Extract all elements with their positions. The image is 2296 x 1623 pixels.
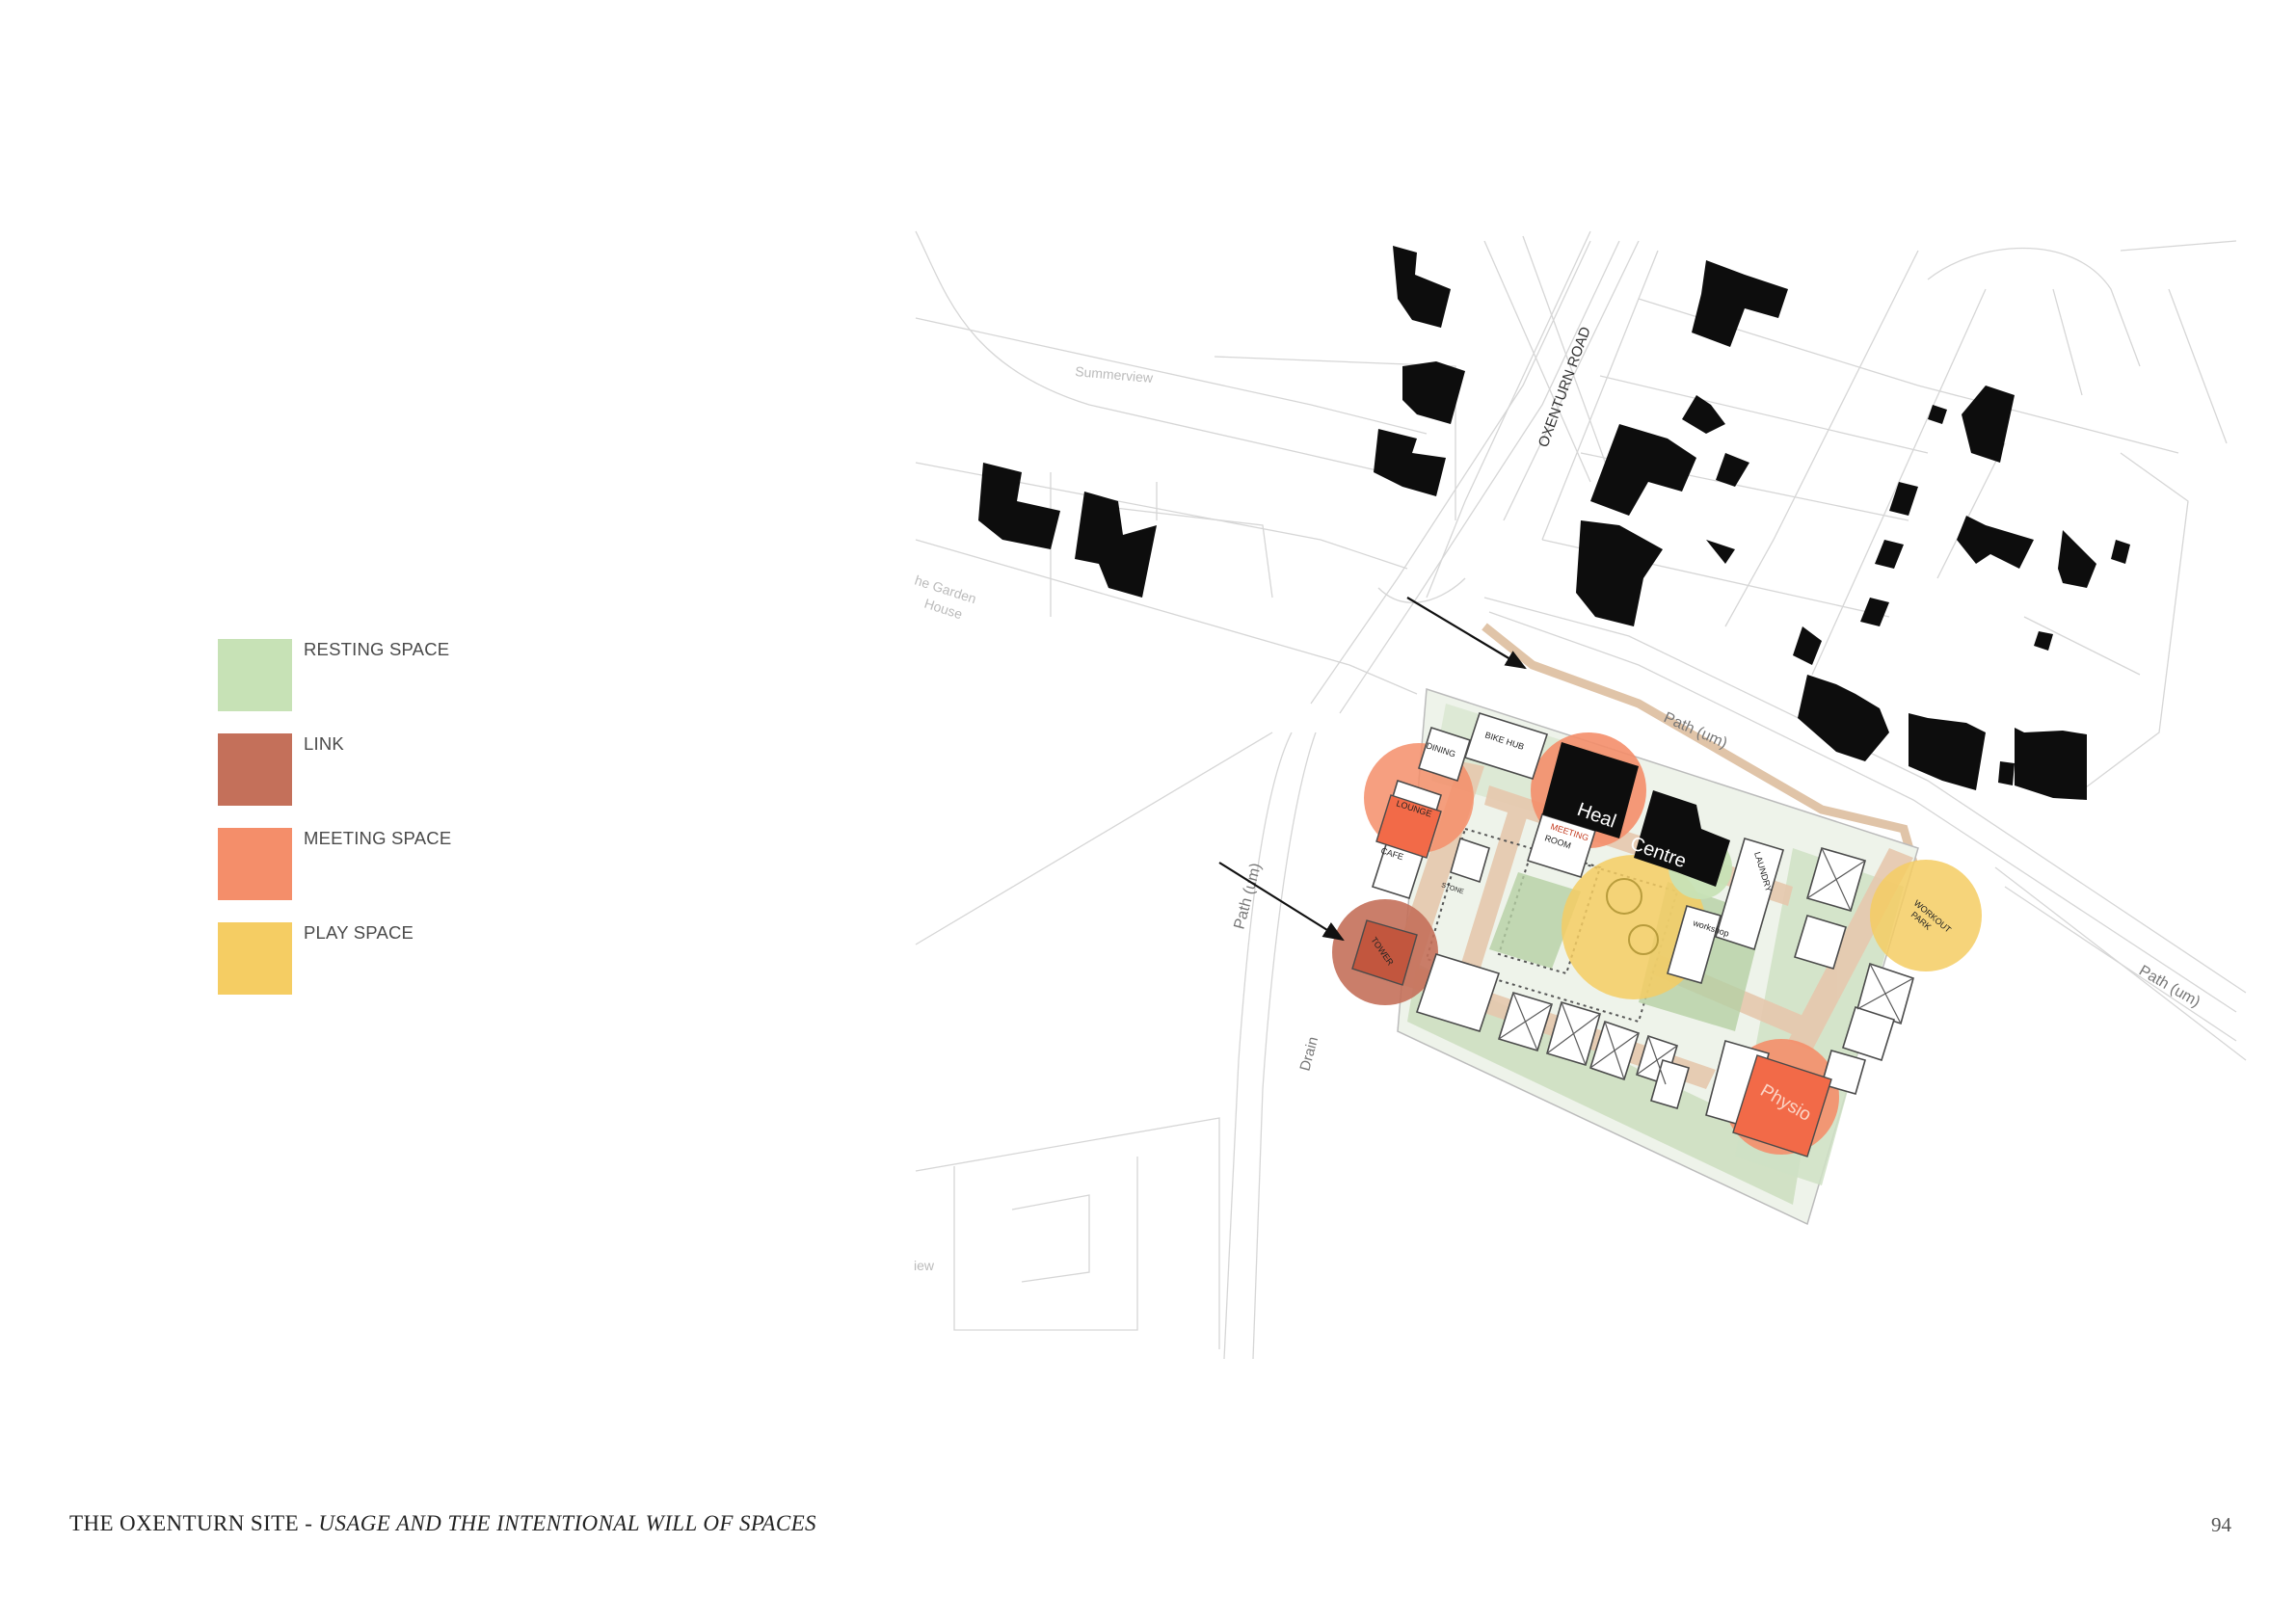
legend-item-meeting-space: MEETING SPACE — [218, 828, 603, 905]
site-building-crosses — [1498, 847, 1914, 1085]
title-part-1: THE OXENTURN SITE - — [69, 1511, 313, 1535]
link-swatch — [218, 733, 292, 806]
legend-item-resting-space: RESTING SPACE — [218, 639, 603, 716]
context-linework — [915, 230, 2247, 1360]
title-part-2: USAGE AND THE INTENTIONAL WILL OF SPACES — [318, 1511, 816, 1535]
legend-item-play-space: PLAY SPACE — [218, 922, 603, 999]
resting-space-swatch — [218, 639, 292, 711]
path-um-left-label: Path (um) — [1231, 862, 1265, 931]
coloured-buildings — [1351, 794, 1832, 1157]
page-number: 94 — [2211, 1513, 2231, 1536]
path-um-right-label: Path (um) — [2136, 963, 2203, 1011]
drain-label: Drain — [1296, 1035, 1322, 1073]
legend-item-link: LINK — [218, 733, 603, 811]
page-title: THE OXENTURN SITE - USAGE AND THE INTENT… — [69, 1511, 816, 1536]
health-centre — [1542, 742, 1730, 887]
legend-label: RESTING SPACE — [304, 639, 450, 659]
play-zone-workout-park — [1870, 860, 1982, 971]
entry-arrow-north — [1406, 597, 1527, 670]
meeting-space-swatch — [218, 828, 292, 900]
summerview-label: Summerview — [1075, 363, 1155, 386]
courtyards — [1425, 827, 1679, 1024]
legend-label: MEETING SPACE — [304, 828, 452, 848]
site-map: DINING BIKE HUB LOUNGE CAFE MEETING ROOM… — [913, 230, 2247, 1360]
path-um-top-label: Path (um) — [1661, 709, 1729, 752]
view-label: iew — [914, 1258, 935, 1273]
play-space-swatch — [218, 922, 292, 995]
legend-label: PLAY SPACE — [304, 922, 414, 943]
entry-arrows — [1218, 597, 1527, 942]
entry-arrow-west — [1218, 862, 1345, 942]
legend-label: LINK — [304, 733, 344, 754]
neighbour-buildings — [978, 246, 2130, 800]
